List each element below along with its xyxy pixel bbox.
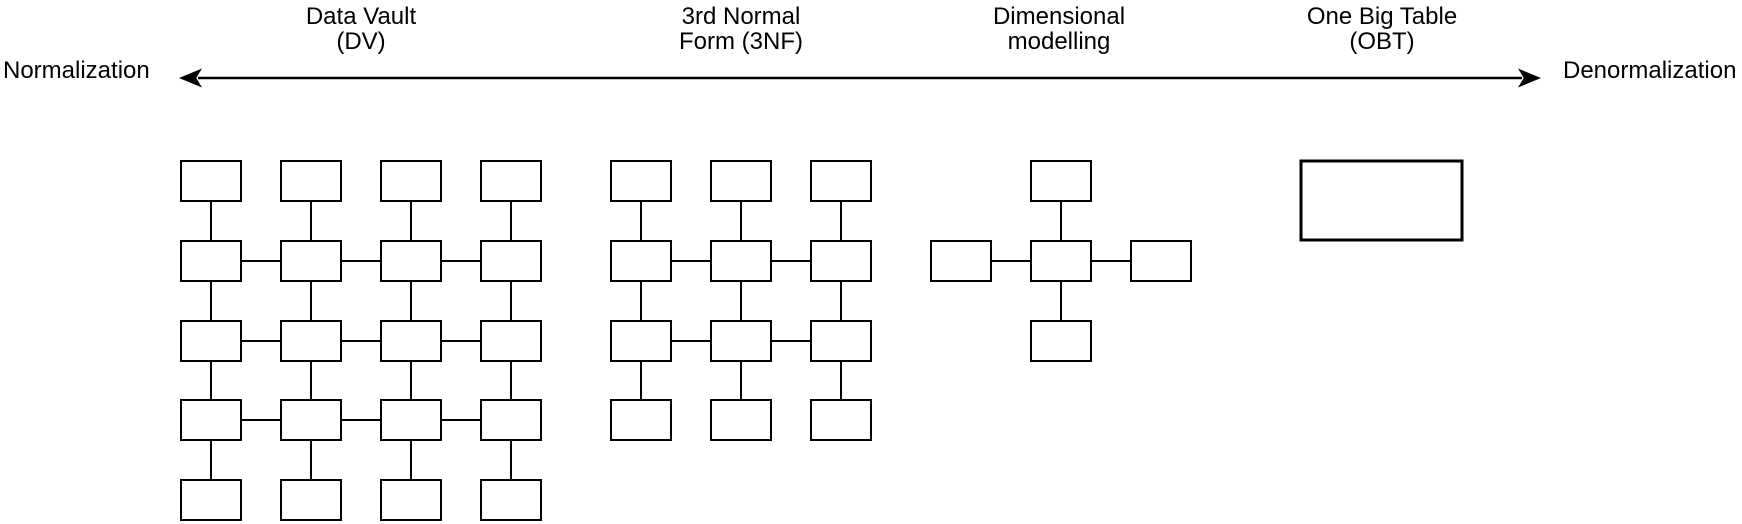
schema-box — [180, 240, 242, 282]
schema-box — [1030, 160, 1092, 202]
category-label-line1: One Big Table — [1306, 3, 1458, 30]
category-label-dimensional-modelling: Dimensional modelling — [993, 4, 1125, 54]
schema-box — [480, 240, 542, 282]
dimensional-modelling-schema — [930, 160, 1192, 362]
schema-box — [710, 320, 772, 362]
schema-box — [1030, 240, 1092, 282]
schema-box — [280, 240, 342, 282]
normalization-label: Normalization — [3, 57, 150, 84]
schema-box — [280, 399, 342, 441]
schema-box — [380, 320, 442, 362]
category-label-line2: Form (3NF) — [679, 28, 803, 55]
schema-box — [280, 320, 342, 362]
schema-box — [380, 160, 442, 202]
schema-box — [810, 160, 872, 202]
schema-box — [280, 160, 342, 202]
schema-box — [180, 399, 242, 441]
category-label-line2: modelling — [1007, 28, 1111, 55]
schema-box — [710, 240, 772, 282]
schema-box — [380, 479, 442, 521]
third-normal-form-schema — [610, 160, 872, 441]
data-vault-schema — [180, 160, 542, 521]
category-label-line1: Data Vault — [305, 3, 417, 30]
schema-box — [810, 399, 872, 441]
schema-box — [380, 240, 442, 282]
schema-box — [480, 399, 542, 441]
schema-box — [710, 399, 772, 441]
schema-box — [180, 160, 242, 202]
schema-box — [280, 479, 342, 521]
schema-box — [180, 479, 242, 521]
right-arrowhead-icon — [1518, 68, 1541, 88]
schema-box — [180, 320, 242, 362]
schema-box — [810, 320, 872, 362]
category-label-line1: Dimensional — [992, 3, 1126, 30]
category-label-one-big-table: One Big Table (OBT) — [1307, 4, 1457, 54]
schema-box — [930, 240, 992, 282]
schema-box — [480, 320, 542, 362]
one-big-table-schema — [1299, 159, 1464, 242]
category-label-line2: (OBT) — [1349, 28, 1415, 55]
denormalization-label: Denormalization — [1563, 57, 1737, 84]
schema-box — [810, 240, 872, 282]
left-arrowhead-icon — [179, 68, 202, 88]
schema-box — [710, 160, 772, 202]
category-label-line2: (DV) — [336, 28, 386, 55]
category-label-third-normal-form: 3rd Normal Form (3NF) — [679, 4, 803, 54]
schema-box — [480, 479, 542, 521]
schema-box — [1130, 240, 1192, 282]
schema-box — [480, 160, 542, 202]
spectrum-arrow — [179, 68, 1541, 88]
schema-box — [610, 320, 672, 362]
schema-box — [1030, 320, 1092, 362]
schema-box — [610, 160, 672, 202]
category-label-data-vault: Data Vault (DV) — [306, 4, 416, 54]
category-label-line1: 3rd Normal — [681, 3, 801, 30]
schema-box — [380, 399, 442, 441]
schema-box — [1299, 159, 1464, 242]
schema-box — [610, 240, 672, 282]
schema-box — [610, 399, 672, 441]
